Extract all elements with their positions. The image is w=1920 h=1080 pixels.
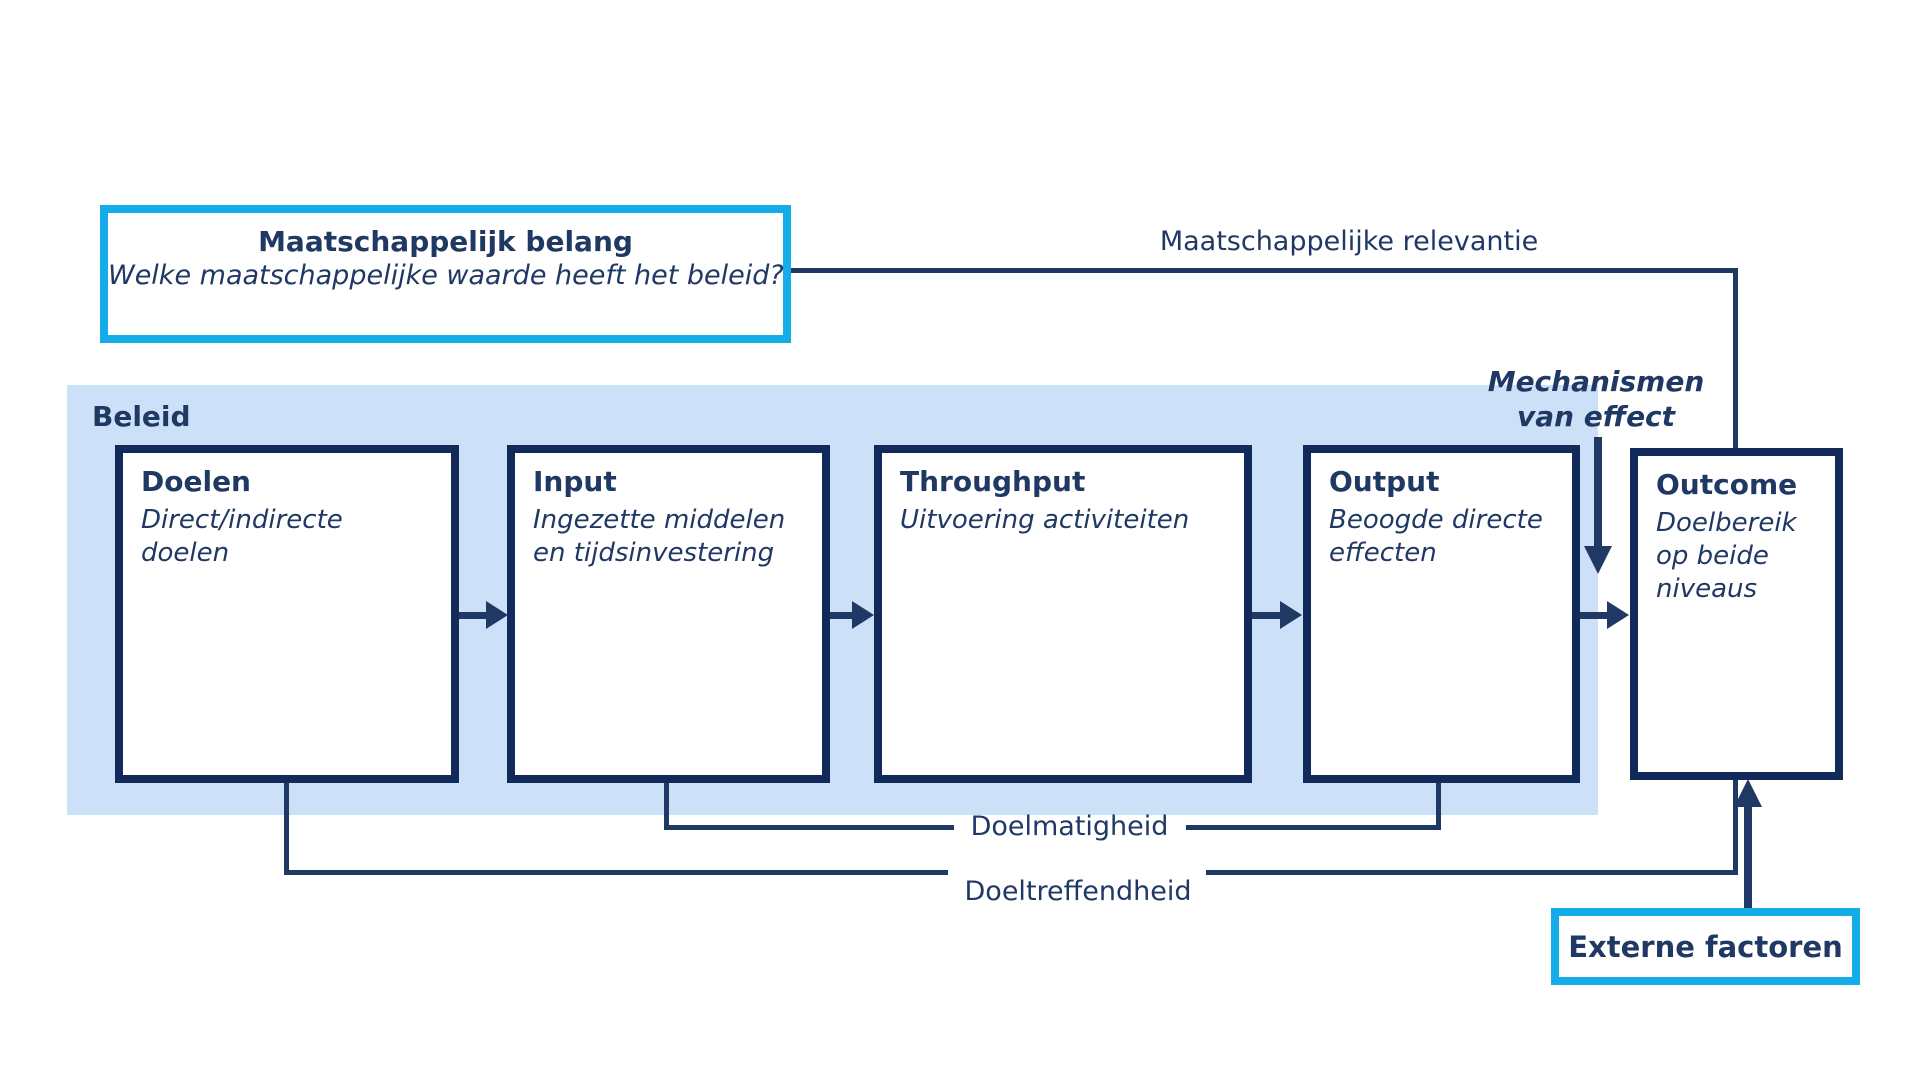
doeltreffendheid-line-vertical-right [1733,780,1738,875]
mechanismen-label: Mechanismen van effect [1446,364,1746,434]
flow-box-output: Output Beoogde directe effecten [1303,445,1580,783]
arrow-shaft [1580,612,1609,619]
arrow-down-icon [1584,546,1612,574]
arrow-right-icon [486,601,508,629]
doeltreffendheid-line-horizontal-left [284,870,948,875]
relevantie-line-vertical [1733,268,1738,452]
flow-box-desc: Doelbereik op beide niveaus [1656,508,1797,604]
arrow-shaft [1252,612,1282,619]
arrow-right-icon [1280,601,1302,629]
flow-box-title: Outcome [1656,468,1798,501]
maatschappelijk-belang-box: Maatschappelijk belang Welke maatschappe… [100,205,791,343]
beleid-label: Beleid [92,400,191,433]
doeltreffendheid-line-vertical-left [284,783,289,875]
flow-box-input: Input Ingezette middelen en tijdsinveste… [507,445,830,783]
maatschappelijk-belang-question: Welke maatschappelijke waarde heeft het … [108,260,784,291]
arrow-shaft [1744,804,1752,908]
doelmatigheid-line-vertical-right [1436,783,1441,830]
flow-box-doelen: Doelen Direct/indirecte doelen [115,445,459,783]
flow-box-title: Output [1329,465,1440,498]
relevantie-label: Maatschappelijke relevantie [1159,226,1539,257]
doeltreffendheid-label: Doeltreffendheid [964,876,1192,907]
mechanismen-line2: van effect [1516,400,1676,433]
doelmatigheid-line-horizontal-right [1186,825,1441,830]
doelmatigheid-line-vertical-left [664,783,669,830]
arrow-right-icon [1607,601,1629,629]
flow-box-title: Throughput [900,465,1086,498]
doelmatigheid-label: Doelmatigheid [970,811,1169,842]
doeltreffendheid-line-horizontal-right [1206,870,1738,875]
doelmatigheid-line-horizontal-left [664,825,954,830]
flow-box-outcome: Outcome Doelbereik op beide niveaus [1630,448,1843,780]
flow-box-desc: Direct/indirecte doelen [141,505,343,568]
mechanismen-line1: Mechanismen [1487,365,1705,398]
arrow-up-icon [1734,779,1762,807]
maatschappelijk-belang-title: Maatschappelijk belang [258,225,633,258]
arrow-shaft [459,612,487,619]
externe-factoren-box: Externe factoren [1551,908,1860,985]
arrow-shaft [1594,437,1602,547]
relevantie-line-horizontal [791,268,1738,273]
arrow-shaft [830,612,854,619]
arrow-right-icon [852,601,874,629]
flow-box-title: Doelen [141,465,251,498]
flow-box-desc: Beoogde directe effecten [1329,505,1543,568]
flow-box-desc: Uitvoering activiteiten [900,505,1190,535]
flow-box-throughput: Throughput Uitvoering activiteiten [874,445,1252,783]
externe-factoren-label: Externe factoren [1568,929,1843,964]
flow-box-title: Input [533,465,617,498]
flow-box-desc: Ingezette middelen en tijdsinvestering [533,505,786,568]
